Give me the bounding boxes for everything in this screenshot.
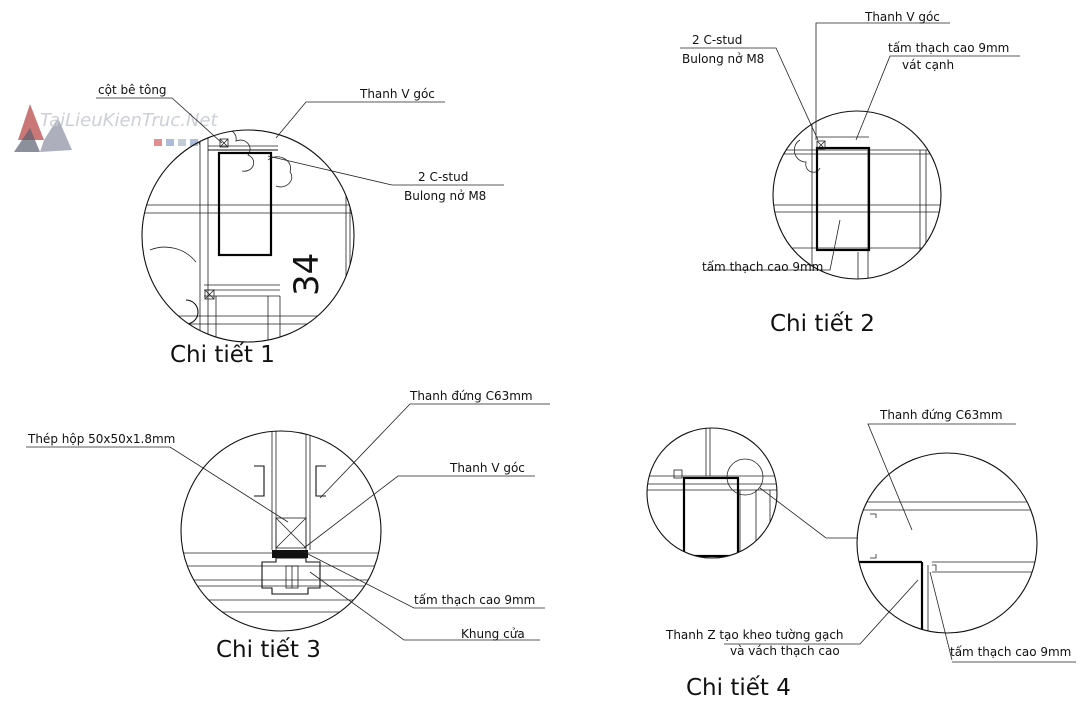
watermark-logo: TaiLieuKienTruc.Net bbox=[14, 104, 218, 152]
detail-3-label-stud: Thanh đứng C63mm bbox=[409, 389, 533, 403]
detail-3-label-frame: Khung cửa bbox=[461, 627, 525, 641]
detail-3-label-angle: Thanh V góc bbox=[449, 461, 525, 475]
detail-3-boundary bbox=[180, 430, 382, 632]
detail-4: Thanh đứng C63mm Thanh Z tạo kheo tường … bbox=[646, 408, 1076, 701]
detail-4-large-linework bbox=[857, 501, 1037, 633]
detail-2-linework bbox=[773, 111, 941, 279]
detail-2-label-board-top: tấm thạch cao 9mm bbox=[888, 41, 1009, 55]
detail-1-label-column: cột bê tông bbox=[98, 83, 167, 97]
detail-2-label-board-top-2: vát cạnh bbox=[902, 58, 954, 72]
detail-2-label-board-bottom: tấm thạch cao 9mm bbox=[702, 260, 823, 274]
detail-3-label-box: Thép hộp 50x50x1.8mm bbox=[27, 432, 175, 446]
detail-1-boundary bbox=[141, 129, 355, 343]
detail-2: Thanh V góc 2 C-stud Bulong nở M8 tấm th… bbox=[680, 10, 1020, 337]
detail-4-large-boundary bbox=[856, 452, 1038, 634]
detail-3-label-board: tấm thạch cao 9mm bbox=[414, 593, 535, 607]
detail-4-label-board: tấm thạch cao 9mm bbox=[950, 645, 1071, 659]
detail-1-label-bolt: Bulong nở M8 bbox=[404, 189, 486, 203]
detail-3: Thanh đứng C63mm Thép hộp 50x50x1.8mm Th… bbox=[26, 389, 550, 663]
detail-2-label-stud: 2 C-stud bbox=[692, 33, 742, 47]
detail-4-callout-circle bbox=[726, 458, 764, 496]
detail-4-small-linework bbox=[647, 428, 777, 558]
detail-2-label-bolt: Bulong nở M8 bbox=[682, 52, 764, 66]
detail-1-label-angle: Thanh V góc bbox=[359, 87, 435, 101]
watermark-text: TaiLieuKienTruc.Net bbox=[40, 110, 218, 131]
detail-1-title: Chi tiết 1 bbox=[170, 342, 275, 368]
detail-1-dimension: 34 bbox=[287, 253, 327, 296]
detail-2-boundary bbox=[772, 110, 942, 280]
detail-2-title: Chi tiết 2 bbox=[770, 311, 875, 337]
detail-4-label-zbar-2: và vách thạch cao bbox=[730, 644, 840, 658]
detail-1-label-stud: 2 C-stud bbox=[418, 170, 468, 184]
detail-4-title: Chi tiết 4 bbox=[686, 675, 791, 701]
detail-4-label-zbar: Thanh Z tạo kheo tường gạch bbox=[665, 628, 844, 642]
detail-3-title: Chi tiết 3 bbox=[216, 637, 321, 663]
detail-4-small-boundary bbox=[646, 427, 778, 559]
detail-2-label-angle: Thanh V góc bbox=[864, 10, 940, 24]
detail-3-linework bbox=[181, 431, 381, 613]
detail-4-label-stud: Thanh đứng C63mm bbox=[879, 408, 1003, 422]
